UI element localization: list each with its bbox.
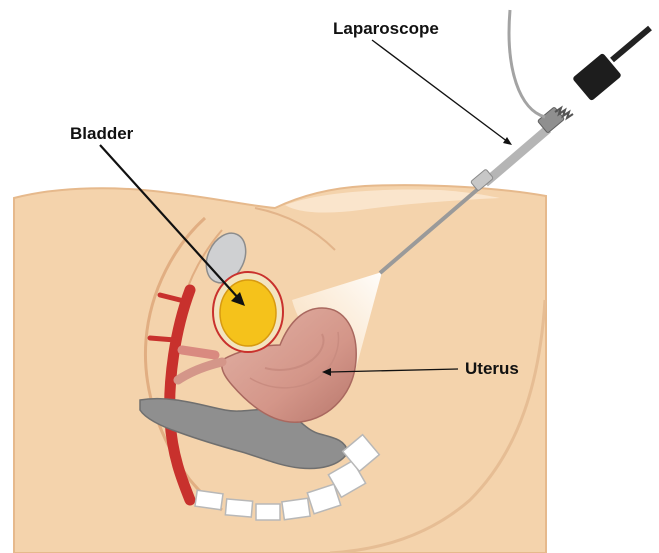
vertebra	[282, 498, 310, 519]
uterus-label: Uterus	[465, 359, 519, 378]
vertebra	[195, 490, 223, 509]
laparoscope-tube	[485, 129, 548, 183]
vertebra	[225, 499, 252, 517]
light-cable	[509, 10, 545, 117]
bladder-organ	[220, 280, 276, 346]
blood-vessel-branch-2	[150, 338, 175, 340]
camera-cable	[612, 28, 650, 60]
laparoscope-arrow	[372, 40, 508, 142]
laparoscope-arrowhead	[503, 137, 512, 145]
vertebra	[256, 504, 280, 520]
laparoscope-label: Laparoscope	[333, 19, 439, 38]
bladder-label: Bladder	[70, 124, 134, 143]
ligament	[182, 350, 215, 355]
